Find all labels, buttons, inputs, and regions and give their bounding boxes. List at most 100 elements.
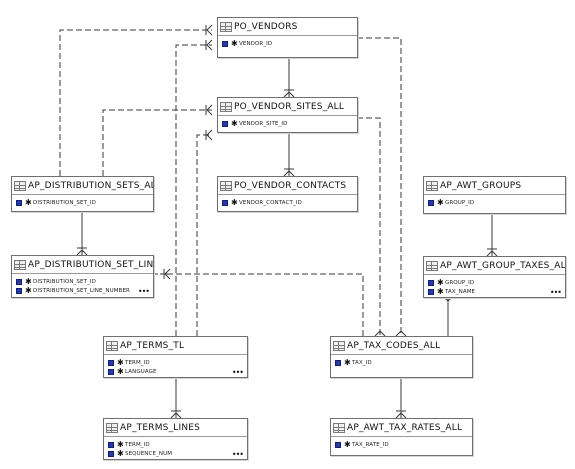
field-name: TAX_RATE_ID bbox=[352, 441, 389, 448]
field-row: ✱ VENDOR_ID bbox=[222, 39, 353, 48]
entity-fields: ✱ DISTRIBUTION_SET_ID bbox=[12, 195, 153, 209]
table-icon bbox=[220, 21, 232, 32]
mandatory-asterisk-icon: ✱ bbox=[437, 277, 444, 287]
rel-sites-to-taxcodes bbox=[357, 117, 381, 336]
mandatory-asterisk-icon: ✱ bbox=[437, 286, 444, 296]
entity-fields: ✱ VENDOR_CONTACT_ID bbox=[218, 195, 357, 209]
mandatory-asterisk-icon: ✱ bbox=[437, 197, 444, 207]
mandatory-asterisk-icon: ✱ bbox=[117, 366, 124, 376]
primary-key-icon bbox=[335, 359, 341, 366]
primary-key-icon bbox=[222, 40, 228, 47]
entity-title: PO_VENDOR_CONTACTS bbox=[234, 180, 347, 191]
entity-fields: ✱ TERM_ID ✱ LANGUAGE ••• bbox=[104, 355, 247, 378]
primary-key-icon bbox=[108, 441, 114, 448]
mandatory-asterisk-icon: ✱ bbox=[25, 276, 32, 286]
field-row: ✱ LANGUAGE bbox=[108, 367, 243, 376]
field-name: VENDOR_CONTACT_ID bbox=[239, 199, 302, 206]
mandatory-asterisk-icon: ✱ bbox=[344, 439, 351, 449]
mandatory-asterisk-icon: ✱ bbox=[25, 285, 32, 295]
entity-ap-awt-tax-rates-all[interactable]: AP_AWT_TAX_RATES_ALL ✱ TAX_RATE_ID bbox=[330, 418, 473, 456]
primary-key-icon bbox=[16, 199, 22, 206]
field-row: ✱ VENDOR_SITE_ID bbox=[222, 119, 353, 128]
rel-distsets-to-sites bbox=[102, 109, 212, 176]
entity-fields: ✱ TERM_ID ✱ SEQUENCE_NUM ••• bbox=[104, 437, 247, 460]
table-icon bbox=[14, 259, 26, 270]
primary-key-icon bbox=[16, 287, 22, 294]
identifying-relationships bbox=[76, 57, 498, 419]
table-icon bbox=[333, 340, 345, 351]
field-name: VENDOR_ID bbox=[239, 40, 273, 47]
entity-po-vendor-sites-all[interactable]: PO_VENDOR_SITES_ALL ✱ VENDOR_SITE_ID bbox=[217, 97, 358, 133]
entity-ap-tax-codes-all[interactable]: AP_TAX_CODES_ALL ✱ TAX_ID bbox=[330, 336, 473, 378]
end-sites-1 bbox=[205, 104, 213, 116]
field-row: ✱ VENDOR_CONTACT_ID bbox=[222, 198, 353, 207]
entity-header: PO_VENDOR_CONTACTS bbox=[218, 177, 357, 195]
field-name: TAX_NAME bbox=[445, 288, 476, 295]
entity-fields: ✱ GROUP_ID bbox=[424, 195, 565, 209]
field-name: LANGUAGE bbox=[125, 368, 157, 375]
table-icon bbox=[333, 422, 345, 433]
primary-key-icon bbox=[108, 450, 114, 457]
table-icon bbox=[220, 101, 232, 112]
relationship-endpoints bbox=[163, 24, 407, 337]
field-row: ✱ SEQUENCE_NUM bbox=[108, 449, 243, 458]
entity-fields: ✱ VENDOR_ID bbox=[218, 36, 357, 50]
entity-fields: ✱ VENDOR_SITE_ID bbox=[218, 116, 357, 130]
table-icon bbox=[220, 180, 232, 191]
more-columns-ellipsis-icon[interactable]: ••• bbox=[231, 368, 244, 377]
field-row: ✱ DISTRIBUTION_SET_ID bbox=[16, 277, 149, 286]
entity-title: AP_AWT_GROUP_TAXES_ALL bbox=[440, 260, 565, 271]
non-identifying-relationships bbox=[59, 29, 402, 336]
field-name: TAX_ID bbox=[352, 359, 372, 366]
entity-title: AP_TAX_CODES_ALL bbox=[347, 340, 441, 351]
field-row: ✱ DISTRIBUTION_SET_ID bbox=[16, 198, 149, 207]
entity-ap-awt-groups[interactable]: AP_AWT_GROUPS ✱ GROUP_ID bbox=[423, 176, 566, 214]
field-name: TERM_ID bbox=[125, 441, 150, 448]
primary-key-icon bbox=[222, 120, 228, 127]
end-vendors-2 bbox=[205, 39, 213, 51]
entity-title: AP_AWT_TAX_RATES_ALL bbox=[347, 422, 463, 433]
field-row: ✱ TAX_NAME bbox=[428, 287, 561, 296]
mandatory-asterisk-icon: ✱ bbox=[117, 439, 124, 449]
entity-fields: ✱ TAX_RATE_ID bbox=[331, 437, 472, 451]
end-taxcodes-1 bbox=[395, 330, 407, 337]
primary-key-icon bbox=[428, 279, 434, 286]
end-sites-2 bbox=[205, 129, 213, 141]
rel-sites-to-contacts-crow bbox=[283, 170, 295, 177]
entity-ap-terms-tl[interactable]: AP_TERMS_TL ✱ TERM_ID ✱ LANGUAGE ••• bbox=[103, 336, 248, 378]
entity-ap-awt-group-taxes-all[interactable]: AP_AWT_GROUP_TAXES_ALL ✱ GROUP_ID ✱ TAX_… bbox=[423, 256, 566, 298]
entity-header: AP_TERMS_LINES bbox=[104, 419, 247, 437]
entity-ap-terms-lines[interactable]: AP_TERMS_LINES ✱ TERM_ID ✱ SEQUENCE_NUM … bbox=[103, 418, 248, 460]
mandatory-asterisk-icon: ✱ bbox=[231, 38, 238, 48]
field-name: DISTRIBUTION_SET_ID bbox=[33, 199, 96, 206]
entity-ap-distribution-sets-all[interactable]: AP_DISTRIBUTION_SETS_ALL ✱ DISTRIBUTION_… bbox=[11, 176, 154, 212]
entity-header: AP_DISTRIBUTION_SETS_ALL bbox=[12, 177, 153, 195]
rel-termstl-to-vendors bbox=[175, 44, 212, 336]
entity-title: AP_AWT_GROUPS bbox=[440, 180, 522, 191]
entity-title: AP_DISTRIBUTION_SETS_ALL bbox=[28, 180, 153, 191]
field-row: ✱ TERM_ID bbox=[108, 440, 243, 449]
field-row: ✱ TERM_ID bbox=[108, 358, 243, 367]
primary-key-icon bbox=[428, 288, 434, 295]
entity-po-vendors[interactable]: PO_VENDORS ✱ VENDOR_ID bbox=[217, 17, 358, 58]
mandatory-asterisk-icon: ✱ bbox=[25, 197, 32, 207]
mandatory-asterisk-icon: ✱ bbox=[117, 357, 124, 367]
rel-distsets-to-vendors bbox=[59, 29, 212, 176]
more-columns-ellipsis-icon[interactable]: ••• bbox=[137, 287, 150, 296]
rel-awtgroups-to-grouptaxes-crow bbox=[486, 250, 498, 257]
entity-header: AP_DISTRIBUTION_SET_LINES_A bbox=[12, 256, 153, 274]
entity-po-vendor-contacts[interactable]: PO_VENDOR_CONTACTS ✱ VENDOR_CONTACT_ID bbox=[217, 176, 358, 212]
end-taxcodes-2 bbox=[374, 330, 386, 337]
entity-header: AP_TAX_CODES_ALL bbox=[331, 337, 472, 355]
mandatory-asterisk-icon: ✱ bbox=[231, 197, 238, 207]
entity-ap-distribution-set-lines-all[interactable]: AP_DISTRIBUTION_SET_LINES_A ✱ DISTRIBUTI… bbox=[11, 255, 154, 298]
entity-header: PO_VENDOR_SITES_ALL bbox=[218, 98, 357, 116]
more-columns-ellipsis-icon[interactable]: ••• bbox=[231, 450, 244, 459]
entity-title: AP_TERMS_TL bbox=[120, 340, 185, 351]
entity-fields: ✱ GROUP_ID ✱ TAX_NAME ••• bbox=[424, 275, 565, 298]
table-icon bbox=[106, 422, 118, 433]
more-columns-ellipsis-icon[interactable]: ••• bbox=[549, 288, 562, 297]
primary-key-icon bbox=[108, 368, 114, 375]
